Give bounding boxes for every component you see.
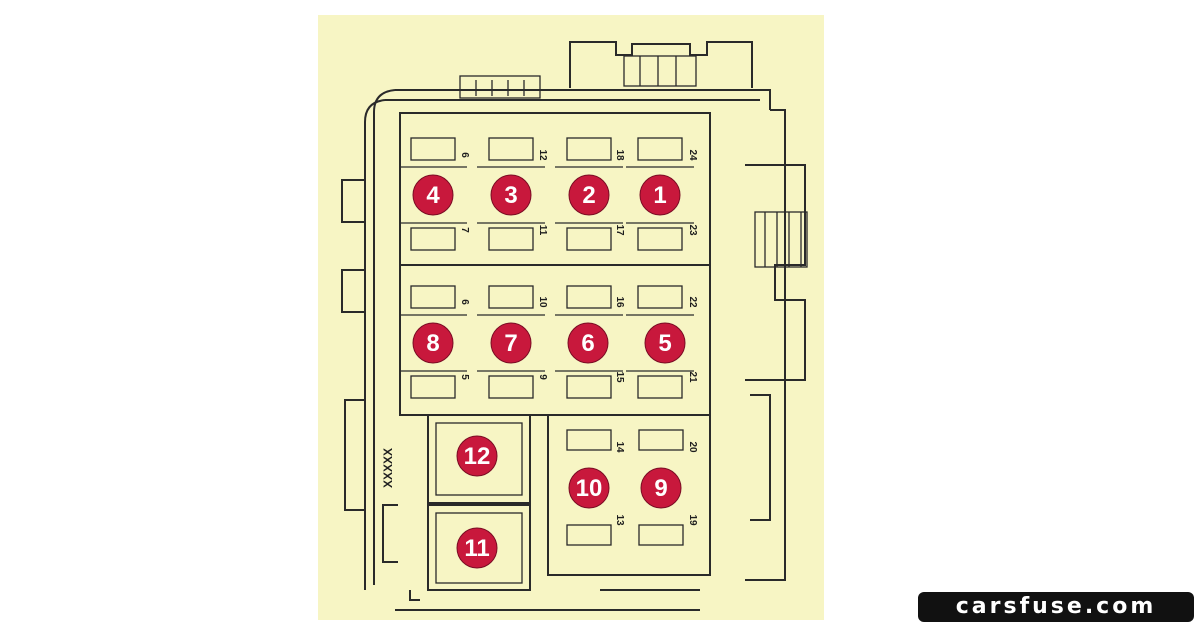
position-label: 7 bbox=[459, 227, 470, 233]
fuse-number: 7 bbox=[504, 330, 517, 357]
position-label: 19 bbox=[687, 514, 698, 526]
slot-rail bbox=[477, 166, 545, 224]
position-label: 17 bbox=[614, 224, 625, 236]
slot-bottom bbox=[488, 227, 534, 251]
fuse-marker-circle bbox=[568, 467, 610, 509]
fuse-marker-2: 2 bbox=[568, 174, 610, 216]
fuse-box-outline bbox=[341, 41, 808, 611]
position-label: 12 bbox=[537, 149, 548, 161]
position-label: 5 bbox=[459, 374, 470, 380]
slot-bottom bbox=[410, 375, 456, 399]
position-label: 21 bbox=[687, 371, 698, 383]
fuse-marker-3: 3 bbox=[490, 174, 532, 216]
fuse-number: 8 bbox=[426, 330, 439, 357]
position-label: 22 bbox=[687, 296, 698, 308]
slot-bottom bbox=[566, 524, 612, 546]
fuse-number: 4 bbox=[426, 182, 440, 209]
fuse-marker-7: 7 bbox=[490, 322, 532, 364]
slot-top bbox=[410, 137, 456, 161]
carsfuse-watermark: carsfuse.com bbox=[918, 592, 1194, 622]
fuse-number: 5 bbox=[658, 330, 671, 357]
slot-bottom bbox=[566, 375, 612, 399]
slot-rail bbox=[555, 314, 623, 372]
slot-rail bbox=[555, 166, 623, 224]
fuse-marker-circle bbox=[490, 322, 532, 364]
slot-bottom bbox=[410, 227, 456, 251]
position-label: 10 bbox=[537, 296, 548, 308]
position-label: 14 bbox=[614, 441, 625, 453]
slot-rail bbox=[626, 166, 694, 224]
slot-top bbox=[637, 137, 683, 161]
slot-top bbox=[566, 285, 612, 309]
fuse-number: 12 bbox=[464, 443, 491, 470]
fuse-marker-12: 12 bbox=[456, 435, 498, 477]
position-label: 13 bbox=[614, 514, 625, 526]
fuse-marker-8: 8 bbox=[412, 322, 454, 364]
slot-bottom bbox=[637, 227, 683, 251]
fuse-marker-circle bbox=[567, 322, 609, 364]
diagram-background bbox=[318, 15, 824, 620]
position-label: 16 bbox=[614, 296, 625, 308]
position-label: 20 bbox=[687, 441, 698, 453]
slot-bottom bbox=[566, 227, 612, 251]
slot-rail bbox=[477, 314, 545, 372]
slot-top bbox=[488, 137, 534, 161]
slot-top bbox=[410, 285, 456, 309]
fuse-marker-5: 5 bbox=[644, 322, 686, 364]
fuse-marker-circle bbox=[640, 467, 682, 509]
fuse-marker-11: 11 bbox=[456, 527, 498, 569]
slot-rail bbox=[399, 314, 467, 372]
position-label: 6 bbox=[459, 299, 470, 305]
fuse-marker-6: 6 bbox=[567, 322, 609, 364]
position-label: 6 bbox=[459, 152, 470, 158]
fuse-number: 11 bbox=[464, 535, 489, 562]
slot-top bbox=[637, 285, 683, 309]
slot-rail bbox=[399, 166, 467, 224]
slot-bottom bbox=[637, 375, 683, 399]
fuse-number: 10 bbox=[576, 475, 603, 502]
fuse-number: 1 bbox=[653, 182, 666, 209]
position-label: 9 bbox=[537, 374, 548, 380]
fuse-marker-circle bbox=[456, 435, 498, 477]
slot-top bbox=[638, 429, 684, 451]
fuse-slots bbox=[399, 137, 694, 546]
side-marking: XXXXX bbox=[381, 448, 395, 488]
fuse-number: 6 bbox=[581, 330, 594, 357]
fuse-marker-1: 1 bbox=[639, 174, 681, 216]
fuse-marker-circle bbox=[639, 174, 681, 216]
position-label: 11 bbox=[537, 225, 548, 236]
slot-top bbox=[566, 429, 612, 451]
position-label: 18 bbox=[614, 149, 625, 161]
position-label: 23 bbox=[687, 224, 698, 236]
fuse-marker-4: 4 bbox=[412, 174, 454, 216]
fuse-number: 3 bbox=[504, 182, 517, 209]
slot-bottom bbox=[638, 524, 684, 546]
fuse-marker-circle bbox=[568, 174, 610, 216]
fuse-marker-circle bbox=[490, 174, 532, 216]
fuse-marker-circle bbox=[456, 527, 498, 569]
position-label: 15 bbox=[614, 371, 625, 383]
fuse-number: 2 bbox=[582, 182, 595, 209]
slot-top bbox=[488, 285, 534, 309]
fuse-marker-circle bbox=[412, 174, 454, 216]
fuse-number: 9 bbox=[654, 475, 667, 502]
position-label: 24 bbox=[687, 149, 698, 161]
slot-bottom bbox=[488, 375, 534, 399]
fuse-marker-10: 10 bbox=[568, 467, 610, 509]
fuse-marker-circle bbox=[412, 322, 454, 364]
slot-rail bbox=[626, 314, 694, 372]
fuse-marker-circle bbox=[644, 322, 686, 364]
slot-top bbox=[566, 137, 612, 161]
fuse-marker-9: 9 bbox=[640, 467, 682, 509]
